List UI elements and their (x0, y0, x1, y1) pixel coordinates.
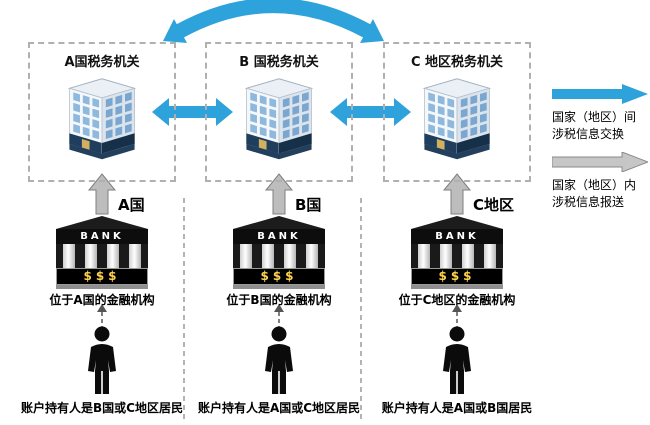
account-holder-person-icon (258, 326, 300, 394)
office-building-icon (233, 71, 325, 167)
legend: 国家（地区）间 涉税信息交换 国家（地区）内 涉税信息报送 (552, 84, 650, 211)
region-label-b: B国 (295, 196, 322, 214)
bank-roof-icon (56, 216, 148, 229)
bank-sign-label: BANK (233, 229, 325, 244)
region-label-a: A国 (118, 196, 145, 214)
legend-exchange-line1: 国家（地区）间 (552, 110, 637, 124)
legend-exchange-line2: 涉税信息交换 (552, 127, 625, 141)
tax-authority-title-a: A国税务机关 (64, 55, 140, 70)
exchange-arc-arrowhead-left (163, 19, 187, 43)
bank-money-label: $$$ (56, 268, 148, 285)
legend-report-arrow-icon (552, 152, 648, 172)
account-holder-person-icon (81, 326, 123, 394)
institution-label-b: 位于B国的金融机构 (226, 293, 332, 307)
institution-label-c: 位于C地区的金融机构 (398, 293, 516, 307)
bank-columns-icon (56, 244, 148, 268)
bank-base-slab (411, 285, 503, 289)
bank-base-slab (56, 285, 148, 289)
account-holder-label-a: 账户持有人是B国或C地区居民 (21, 401, 183, 415)
exchange-arc-arrow-a-c (176, 0, 371, 38)
institution-label-a: 位于A国的金融机构 (49, 293, 155, 307)
office-building-icon (411, 71, 503, 167)
bank-icon-b: BANK $$$ (233, 216, 325, 289)
bank-icon-a: BANK $$$ (56, 216, 148, 289)
account-holder-person-icon (436, 326, 478, 394)
tax-authority-title-b: B 国税务机关 (239, 55, 319, 70)
legend-exchange-arrow-icon (552, 84, 648, 104)
legend-exchange-text: 国家（地区）间 涉税信息交换 (552, 109, 650, 143)
account-holder-label-c: 账户持有人是A国或B国居民 (381, 401, 533, 415)
legend-report-text: 国家（地区）内 涉税信息报送 (552, 177, 650, 211)
exchange-arc-arrowhead-right (360, 19, 384, 43)
legend-report-line2: 涉税信息报送 (552, 195, 625, 209)
bank-columns-icon (233, 244, 325, 268)
bank-money-label: $$$ (411, 268, 503, 285)
bank-icon-c: BANK $$$ (411, 216, 503, 289)
tax-authority-box-c: C 地区税务机关 (383, 42, 531, 182)
bank-roof-icon (411, 216, 503, 229)
bank-sign-label: BANK (56, 229, 148, 244)
region-label-c: C地区 (473, 196, 515, 214)
bank-base-slab (233, 285, 325, 289)
tax-authority-box-a: A国税务机关 (28, 42, 176, 182)
bank-money-label: $$$ (233, 268, 325, 285)
office-building-icon (56, 71, 148, 167)
tax-authority-box-b: B 国税务机关 (205, 42, 353, 182)
account-holder-label-b: 账户持有人是A国或C地区居民 (197, 401, 361, 415)
bank-roof-icon (233, 216, 325, 229)
legend-report-line1: 国家（地区）内 (552, 178, 637, 192)
bank-sign-label: BANK (411, 229, 503, 244)
tax-authority-title-c: C 地区税务机关 (410, 55, 504, 70)
bank-columns-icon (411, 244, 503, 268)
